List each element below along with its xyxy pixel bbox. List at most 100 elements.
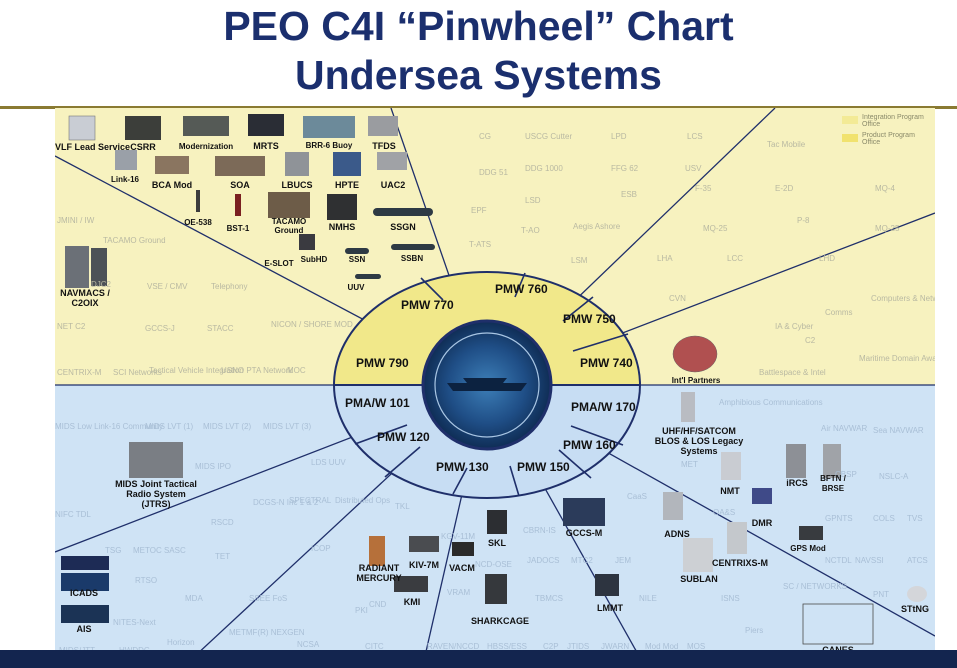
faded-label: SC / NETWORKS xyxy=(783,582,848,591)
label-ssn: SSN xyxy=(348,255,366,264)
faded-label: JADOCS xyxy=(527,556,560,565)
faded-label: VRAM xyxy=(447,588,471,597)
faded-label: E-2D xyxy=(775,184,794,193)
label-stng: STtNG xyxy=(901,604,929,614)
label-bca-mod: BCA Mod xyxy=(151,180,193,190)
faded-label: C2P xyxy=(543,642,559,651)
label-eslot: E-SLOT xyxy=(264,259,294,268)
faded-label: DJC2 xyxy=(91,280,112,289)
label-vlf: VLF Lead Service xyxy=(55,142,131,152)
faded-label: MIDS IPO xyxy=(195,462,232,471)
label-vacm: VACM xyxy=(449,563,475,573)
label-skl: SKL xyxy=(488,538,506,548)
sector-pmw150: PMW 150 xyxy=(517,460,570,474)
label-nmt: NMT xyxy=(720,486,740,496)
label-link16: Link-16 xyxy=(110,175,139,184)
label-ssbn: SSBN xyxy=(400,254,424,263)
faded-label: Telephony xyxy=(211,282,248,291)
faded-label: RSCD xyxy=(211,518,234,527)
faded-label: Battlespace & Intel xyxy=(759,368,826,377)
faded-label: CITC xyxy=(365,642,384,651)
sector-pmw760: PMW 760 xyxy=(495,282,548,296)
faded-label: NCTDL xyxy=(825,556,852,565)
pinwheel-graphic xyxy=(55,108,935,656)
sector-pmw160: PMW 160 xyxy=(563,438,616,452)
faded-label: TBMCS xyxy=(535,594,563,603)
faded-label: ISNS xyxy=(721,594,740,603)
label-sublan: SUBLAN xyxy=(680,574,718,584)
faded-label: COLS xyxy=(873,514,895,523)
faded-label: NSLC-A xyxy=(879,472,909,481)
faded-label: F-35 xyxy=(695,184,712,193)
slide-title: PEO C4I “Pinwheel” Chart Undersea System… xyxy=(0,2,957,100)
faded-label: LHA xyxy=(657,254,673,263)
faded-label: MIDS Low Link-16 Community xyxy=(55,422,164,431)
sector-pmw120: PMW 120 xyxy=(377,430,430,444)
label-oe538: OE-538 xyxy=(184,218,212,227)
faded-label: HBSS/ESS xyxy=(487,642,528,651)
label-modernization: Modernization xyxy=(178,142,234,151)
label-gccs: GCCS-M xyxy=(565,528,603,538)
faded-label: SSEE FoS xyxy=(249,594,288,603)
faded-label: LSM xyxy=(571,256,588,265)
label-radiant-mercury: RADIANT MERCURY xyxy=(356,563,402,583)
faded-label: JMINI / IW xyxy=(57,216,95,225)
label-tacamo: TACAMO Ground xyxy=(271,217,307,235)
faded-label: MQ-25 xyxy=(703,224,728,233)
faded-label: USNO PTA Network xyxy=(221,366,293,375)
faded-label: FFG 62 xyxy=(611,164,639,173)
faded-label: LPD xyxy=(611,132,627,141)
faded-label: MET xyxy=(681,460,698,469)
sector-pmw750: PMW 750 xyxy=(563,312,616,326)
faded-label: P-8 xyxy=(797,216,810,225)
faded-label: JEM xyxy=(615,556,631,565)
label-navmacs: NAVMACS / C2OIX xyxy=(60,288,110,308)
faded-label: CENTRIX-M xyxy=(57,368,102,377)
faded-label: Air NAVWAR xyxy=(821,424,868,433)
label-mrts: MRTS xyxy=(253,141,279,151)
label-tfds: TFDS xyxy=(372,141,396,151)
faded-label: LCC xyxy=(727,254,744,263)
label-legacy-systems: UHF/HF/SATCOM BLOS & LOS Legacy Systems xyxy=(654,426,744,456)
legend-product: Product Program Office xyxy=(862,132,915,146)
faded-label: MIDS LVT (1) xyxy=(145,422,194,431)
label-gps-mod: GPS Mod xyxy=(790,544,826,553)
faded-label: LDS UUV xyxy=(311,458,346,467)
faded-label: TKL xyxy=(395,502,410,511)
faded-label: NICON / SHORE MOD xyxy=(271,320,353,329)
faded-label: CBRN-IS xyxy=(523,526,556,535)
faded-label: IA & Cyber xyxy=(775,322,814,331)
faded-label: Distributed Ops xyxy=(335,496,391,505)
faded-label: MOC xyxy=(287,366,306,375)
faded-label: Amphibious Communications xyxy=(719,398,823,407)
label-ircs: iRCS xyxy=(786,478,808,488)
faded-label: C2 xyxy=(805,336,816,345)
faded-label: Mod Mod xyxy=(645,642,679,651)
faded-label: CaaS xyxy=(627,492,648,501)
faded-label: KGV-11M xyxy=(441,532,476,541)
sector-pmw790: PMW 790 xyxy=(356,356,409,370)
label-sharkcage: SHARKCAGE xyxy=(470,616,529,626)
label-brr6: BRR-6 Buoy xyxy=(305,141,353,150)
faded-label: DCGS-N Inc 1 & 2 xyxy=(253,498,319,507)
faded-label: MDA xyxy=(185,594,203,603)
faded-label: MIDS LVT (2) xyxy=(203,422,252,431)
faded-label: LCS xyxy=(687,132,703,141)
faded-label: MQ-4 xyxy=(875,184,895,193)
label-mids-jtrs: MIDS Joint Tactical Radio System (JTRS) xyxy=(115,479,197,509)
faded-label: PNT xyxy=(873,590,889,599)
faded-label: MQ-25 xyxy=(875,224,900,233)
faded-label: STACC xyxy=(207,324,234,333)
faded-label: Tactical Vehicle Integration xyxy=(149,366,244,375)
faded-label: METOC SASC xyxy=(133,546,186,555)
faded-label: Horizon xyxy=(167,638,195,647)
faded-label: CG xyxy=(479,132,491,141)
faded-label: JTIDS xyxy=(567,642,590,651)
faded-label: USCG Cutter xyxy=(525,132,573,141)
faded-label: NITES-Next xyxy=(113,618,156,627)
faded-label: NAVSSI xyxy=(855,556,884,565)
sector-pmw130: PMW 130 xyxy=(436,460,489,474)
ring-dividers xyxy=(354,272,629,497)
faded-label: MIDS LVT (3) xyxy=(263,422,312,431)
faded-label: JWARN xyxy=(601,642,630,651)
